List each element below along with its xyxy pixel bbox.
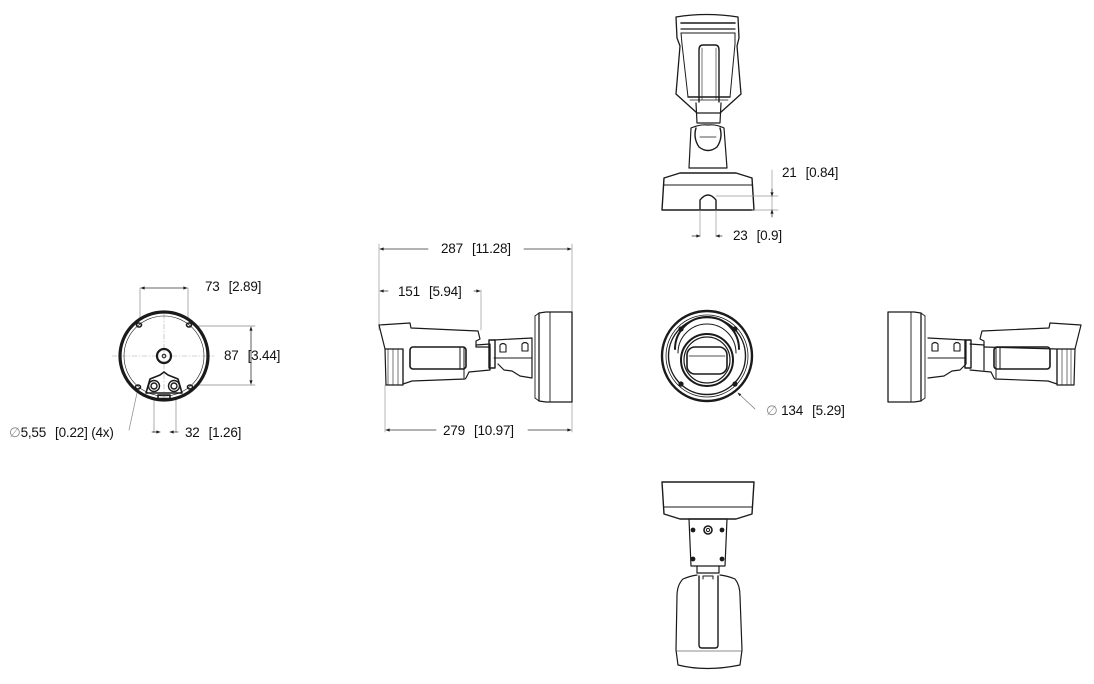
dim-imperial: [5.29] bbox=[812, 403, 845, 418]
dim-imperial: [0.9] bbox=[756, 228, 782, 243]
dim-hole-spacing-width: 73 [2.89] bbox=[205, 280, 261, 294]
dim-value: 87 bbox=[224, 348, 239, 363]
dim-value: 73 bbox=[205, 279, 220, 294]
dim-quantity: (4x) bbox=[91, 425, 114, 440]
dim-imperial: [10.97] bbox=[473, 423, 514, 438]
dim-imperial: [1.26] bbox=[208, 425, 242, 440]
dim-value: 23 bbox=[733, 228, 748, 243]
dim-value: 287 bbox=[441, 241, 463, 256]
side-view-left bbox=[378, 243, 573, 433]
dim-hole-spacing-height: 87 [3.44] bbox=[224, 349, 280, 363]
dim-value: 32 bbox=[185, 425, 200, 440]
dim-imperial: [11.28] bbox=[471, 241, 511, 256]
dim-housing-length: 151 [5.94] bbox=[398, 285, 462, 299]
dim-base-height: 21 [0.84] bbox=[782, 166, 838, 180]
dim-imperial: [3.44] bbox=[247, 348, 281, 363]
dim-imperial: [0.22] bbox=[55, 425, 88, 440]
diameter-symbol-icon: ∅ bbox=[766, 403, 778, 418]
dim-value: 279 bbox=[443, 423, 465, 438]
mount-base-view bbox=[111, 286, 256, 434]
bottom-view bbox=[661, 481, 755, 670]
dim-imperial: [5.94] bbox=[428, 284, 462, 299]
dim-cable-notch-width: 23 [0.9] bbox=[733, 229, 782, 243]
diameter-symbol-icon: ∅ bbox=[9, 425, 21, 440]
front-view bbox=[660, 309, 756, 410]
dim-base-diameter: ∅ 134 [5.29] bbox=[766, 404, 845, 418]
dim-value: 21 bbox=[782, 165, 797, 180]
dim-value: 134 bbox=[781, 403, 804, 418]
dim-imperial: [0.84] bbox=[805, 165, 839, 180]
side-view-right bbox=[887, 311, 1082, 403]
dim-imperial: [2.89] bbox=[228, 279, 262, 294]
dim-cable-gap: 32 [1.26] bbox=[185, 426, 241, 440]
dim-value: 5,55 bbox=[20, 425, 47, 440]
dim-overall-length-top: 287 [11.28] bbox=[441, 242, 511, 256]
dim-value: 151 bbox=[398, 284, 420, 299]
top-view bbox=[661, 13, 779, 238]
dim-overall-length-bottom: 279 [10.97] bbox=[443, 424, 514, 438]
dim-hole-diameter: ∅5,55 [0.22] (4x) bbox=[9, 426, 114, 440]
